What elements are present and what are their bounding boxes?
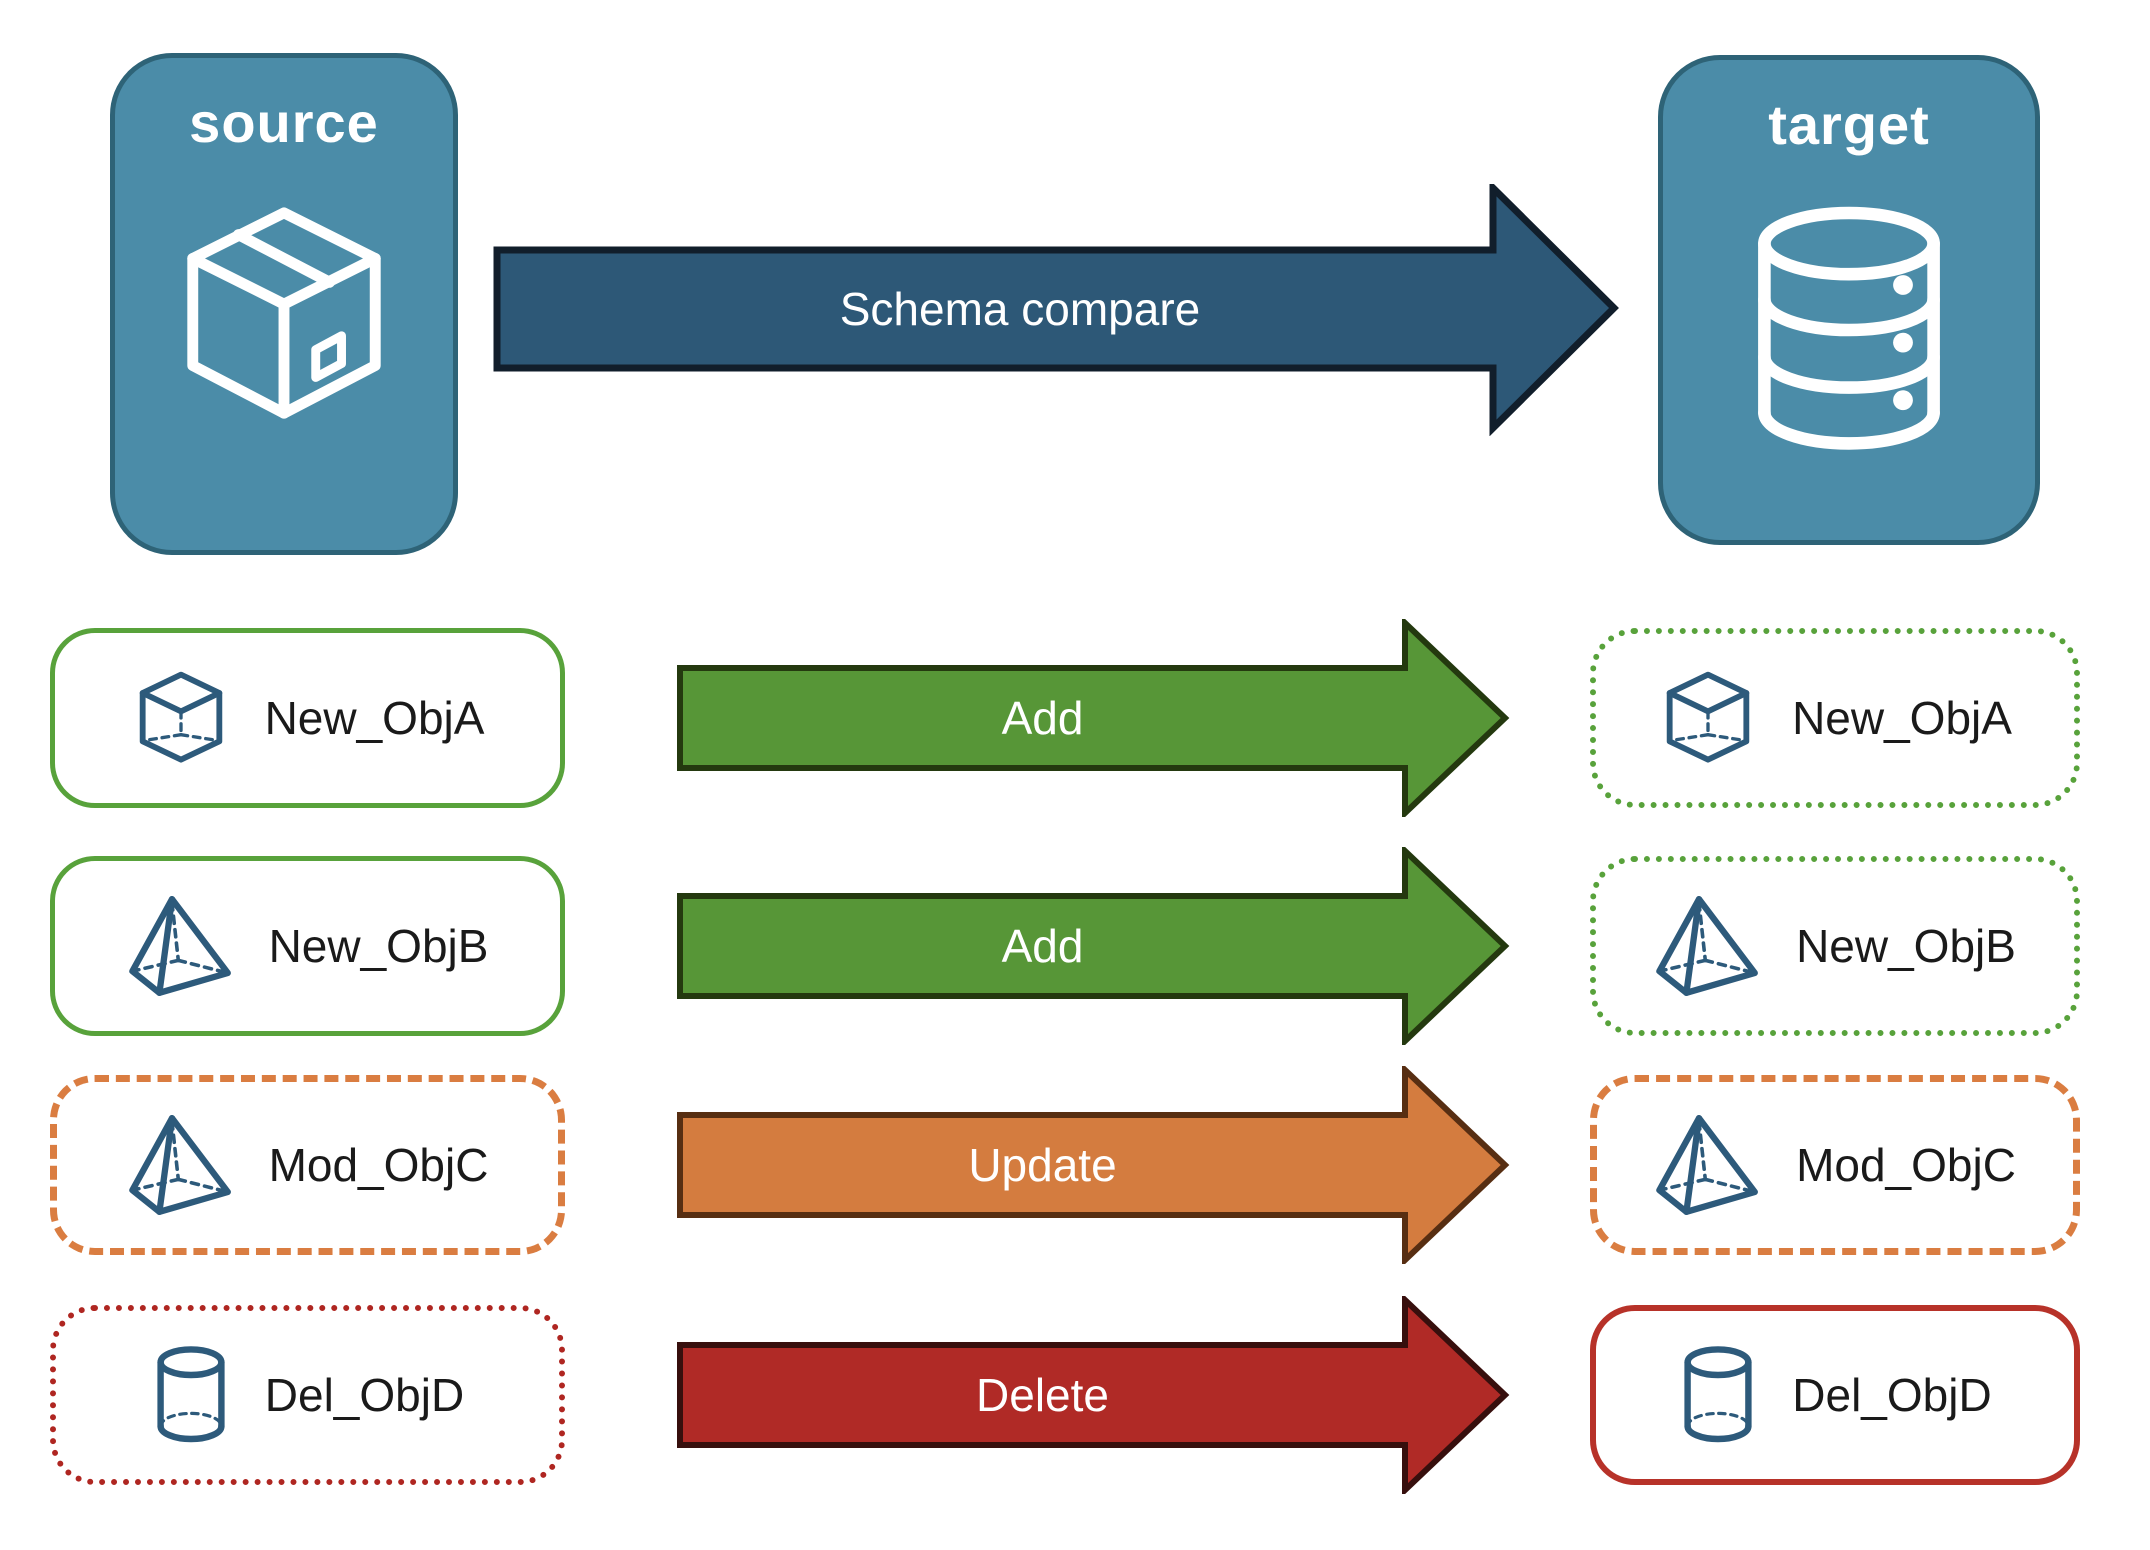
add-arrow (677, 619, 1510, 817)
object-label: New_ObjA (1792, 692, 2012, 744)
action-label: Update (968, 1139, 1117, 1191)
action-label: Add (1001, 692, 1084, 744)
schema-compare-label: Schema compare (839, 283, 1201, 335)
pyramid-icon (1656, 896, 1759, 996)
source-object-card: New_ObjB (50, 856, 565, 1036)
source-object-card: Mod_ObjC (50, 1075, 565, 1255)
source-object-card: New_ObjA (50, 628, 565, 808)
pyramid-icon (128, 1115, 231, 1215)
add-arrow (677, 847, 1510, 1045)
target-title: target (1768, 93, 1930, 156)
diff-row-new-objb: New_ObjB Add New_ObjB (0, 847, 2150, 1045)
action-label: Delete (976, 1369, 1109, 1421)
object-label: New_ObjB (1796, 920, 2016, 972)
cylinder-icon (157, 1346, 225, 1443)
package-box-icon (187, 207, 381, 419)
database-icon (1758, 206, 1940, 450)
source-object-card: Del_ObjD (50, 1305, 565, 1485)
target-object-card: New_ObjA (1590, 628, 2080, 808)
target-object-card: Mod_ObjC (1590, 1075, 2080, 1255)
target-object-card: Del_ObjD (1590, 1305, 2080, 1485)
object-label: Del_ObjD (264, 1369, 465, 1421)
cube-icon (1666, 671, 1750, 763)
action-label: Add (1001, 920, 1084, 972)
diff-row-new-obja: New_ObjA Add New_ObjA (0, 619, 2150, 817)
object-label: New_ObjA (264, 692, 485, 744)
object-label: Del_ObjD (1792, 1369, 1992, 1421)
object-label: Mod_ObjC (1796, 1139, 2016, 1191)
target-node: target (1658, 55, 2040, 545)
target-object-card: New_ObjB (1590, 856, 2080, 1036)
pyramid-icon (128, 896, 231, 996)
pyramid-icon (1656, 1115, 1759, 1215)
delete-arrow (677, 1296, 1510, 1494)
cylinder-icon (1684, 1346, 1752, 1443)
source-node: source (110, 53, 458, 555)
object-label: Mod_ObjC (268, 1139, 489, 1191)
source-title: source (189, 91, 379, 154)
update-arrow (677, 1066, 1510, 1264)
object-label: New_ObjB (268, 920, 489, 972)
schema-compare-arrow (493, 184, 1619, 436)
cube-icon (139, 671, 222, 763)
diff-row-del-objd: Del_ObjD Delete Del_ObjD (0, 1296, 2150, 1494)
diff-row-mod-objc: Mod_ObjC Update Mod_ObjC (0, 1066, 2150, 1264)
